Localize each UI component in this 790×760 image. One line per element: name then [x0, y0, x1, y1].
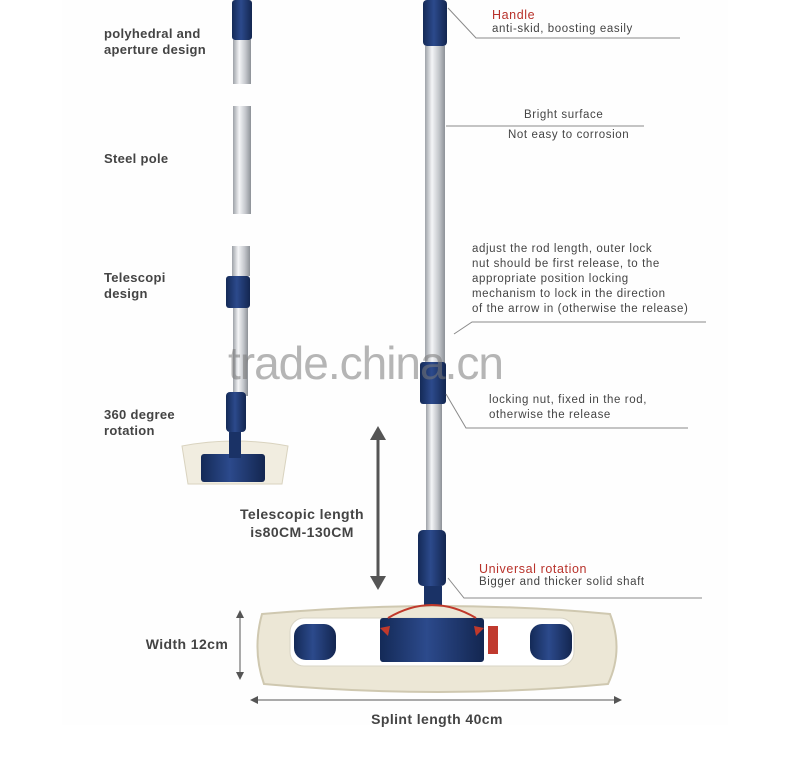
adjust-line: adjust the rod length, outer lock [472, 243, 653, 255]
handle-title: Handle [492, 8, 536, 22]
telescopic-length-label: Telescopic length is80CM-130CM [232, 505, 372, 541]
leader-lines [445, 7, 706, 599]
locking-line: otherwise the release [489, 409, 611, 421]
universal-title: Universal rotation [479, 562, 588, 576]
locking-nut-text: locking nut, fixed in the rod, otherwise… [489, 393, 647, 423]
handle-desc: anti-skid, boosting easily [492, 23, 633, 35]
adjust-line: nut should be first release, to the [472, 258, 660, 270]
adjust-line: appropriate position locking [472, 273, 629, 285]
detail-rotation-head [181, 392, 289, 485]
watermark: trade.china.cn [228, 337, 504, 389]
locking-line: locking nut, fixed in the rod, [489, 394, 647, 406]
adjust-line: mechanism to lock in the direction [472, 288, 666, 300]
splint-length-label: Splint length 40cm [371, 711, 503, 727]
width-arrow [236, 610, 244, 680]
label-telescopic: Telescopi design [104, 270, 166, 301]
background-panel [62, 0, 728, 725]
corrosion-text: Not easy to corrosion [508, 129, 630, 141]
main-handle [418, 0, 447, 616]
label-polyhedral: polyhedral and aperture design [104, 26, 207, 57]
detail-telescopic [226, 246, 250, 396]
mop-head [256, 604, 618, 693]
adjust-instructions: adjust the rod length, outer lock nut sh… [472, 242, 688, 317]
universal-desc: Bigger and thicker solid shaft [479, 576, 645, 588]
bright-surface: Bright surface [524, 109, 604, 121]
telescopic-length-line: is80CM-130CM [250, 524, 354, 540]
width-label: Width 12cm [145, 636, 229, 652]
detail-steel-pole [233, 106, 251, 214]
telescopic-length-line: Telescopic length [239, 506, 364, 522]
adjust-line: of the arrow in (otherwise the release) [472, 303, 689, 315]
detail-handle [232, 0, 252, 84]
splint-arrow [250, 696, 622, 704]
telescopic-arrow [370, 426, 386, 590]
label-rotation: 360 degree rotation [104, 407, 175, 438]
label-steel-pole: Steel pole [104, 151, 169, 166]
